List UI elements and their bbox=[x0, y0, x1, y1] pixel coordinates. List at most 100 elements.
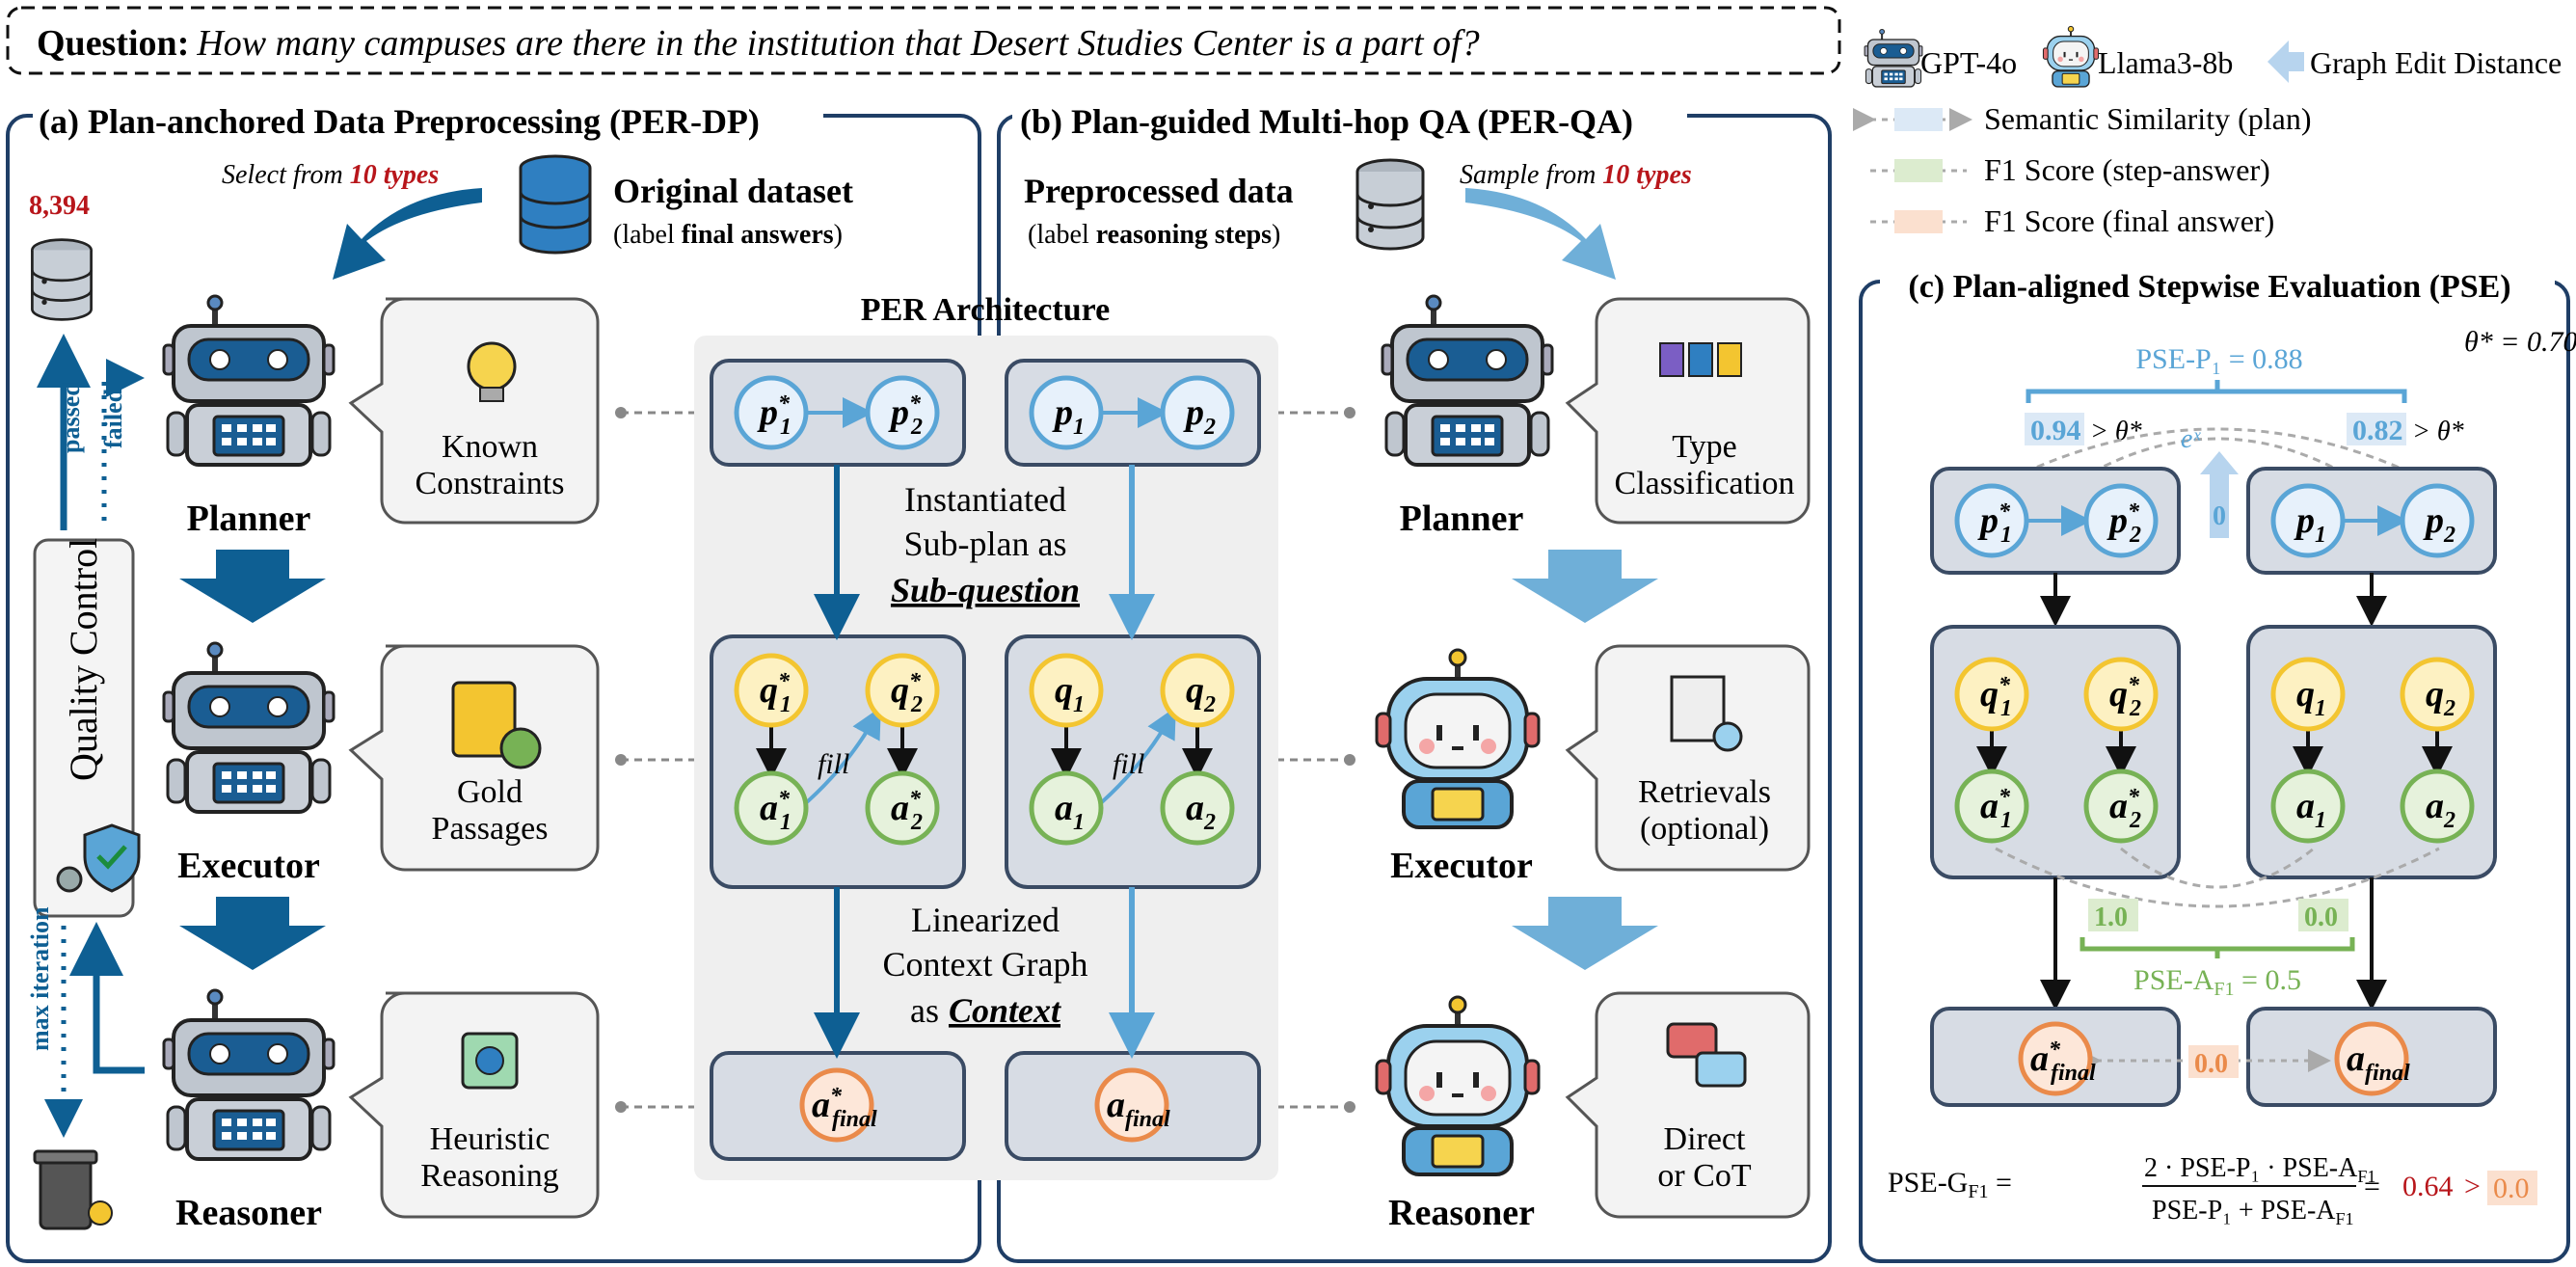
pse-plan-node-p1: p*1 bbox=[1954, 483, 2029, 558]
svg-text:q*1: q*1 bbox=[1980, 673, 2012, 721]
svg-text:p1: p1 bbox=[1052, 392, 1085, 440]
question-text: How many campuses are there in the insti… bbox=[196, 23, 1479, 64]
sample-arrow bbox=[1465, 188, 1616, 280]
svg-text:p2: p2 bbox=[2423, 500, 2455, 548]
legend-f1final: F1 Score (final answer) bbox=[1984, 203, 2274, 238]
lightbulb-icon bbox=[467, 341, 517, 402]
panel-a-title: (a) Plan-anchored Data Preprocessing (PE… bbox=[39, 102, 760, 141]
select-num: 10 types bbox=[350, 160, 440, 190]
f1-value-1: 1.0 bbox=[2094, 903, 2128, 932]
svg-text:p*2: p*2 bbox=[2106, 499, 2141, 548]
fill-label: fill bbox=[1113, 748, 1144, 780]
legend-llama: Llama3-8b bbox=[2098, 45, 2233, 80]
planner-robot-b-icon bbox=[1381, 294, 1554, 467]
passed-label: passed bbox=[57, 382, 85, 453]
max-iteration-label: max iteration bbox=[26, 906, 54, 1051]
formula-den: PSE-P₁ + PSE-A bbox=[2152, 1196, 2336, 1226]
pse-p-label: PSE-P₁ = 0.88 bbox=[2135, 343, 2302, 375]
bubble-gold-passages: Gold Passages bbox=[348, 644, 600, 872]
planner-label-b: Planner bbox=[1400, 499, 1524, 539]
data-sub-post: ) bbox=[1272, 220, 1280, 250]
down-arrow-b1 bbox=[1512, 550, 1658, 623]
pse-a-value: = 0.5 bbox=[2235, 964, 2301, 996]
pse-answer-node-a1: a*1 bbox=[1954, 768, 2029, 844]
formula-gt: > bbox=[2464, 1171, 2481, 1202]
svg-text:q2: q2 bbox=[1186, 670, 1216, 717]
panel-b-title: (b) Plan-guided Multi-hop QA (PER-QA) bbox=[1020, 102, 1633, 141]
formula-num: 2 · PSE-P₁ · PSE-A bbox=[2144, 1153, 2358, 1183]
final-f1-value: 0.0 bbox=[2194, 1049, 2228, 1079]
executor-label-b: Executor bbox=[1390, 846, 1533, 886]
question-box bbox=[6, 6, 1841, 75]
svg-text:PSE-AF1 = 0.5: PSE-AF1 = 0.5 bbox=[2133, 964, 2301, 1000]
svg-text:q1: q1 bbox=[1055, 670, 1085, 717]
bubble-type-classification: Type Classification bbox=[1565, 297, 1811, 525]
trash-bin-icon bbox=[33, 1149, 113, 1230]
sim1-value: 0.94 bbox=[2030, 415, 2081, 446]
ged-arrow-icon bbox=[2267, 40, 2304, 83]
svg-text:p*2: p*2 bbox=[888, 391, 923, 440]
dataset-sub-pre: (label bbox=[613, 220, 682, 250]
question-node-q2: q2 bbox=[1160, 653, 1235, 728]
formula-compare: 0.0 bbox=[2493, 1173, 2530, 1204]
failed-label: failed bbox=[99, 388, 127, 448]
svg-text:PSE-GF1 =: PSE-GF1 = bbox=[1888, 1167, 2012, 1202]
bubbleb1-line2: Classification bbox=[1615, 466, 1795, 501]
bubble3-line2: Reasoning bbox=[420, 1158, 559, 1194]
svg-text:=: = bbox=[2364, 1171, 2380, 1202]
bubble1-line1: Known bbox=[442, 429, 538, 465]
sample-num: 10 types bbox=[1602, 160, 1692, 190]
bubble1-line2: Constraints bbox=[416, 466, 565, 501]
ged-arrow bbox=[2200, 451, 2239, 538]
plan-node-p1: p*1 bbox=[734, 375, 809, 450]
pse-formula: PSE-GF1 = 2 · PSE-P₁ · PSE-A F1 PSE-P₁ + … bbox=[1888, 1153, 2537, 1228]
panel-c-title: (c) Plan-aligned Stepwise Evaluation (PS… bbox=[1908, 269, 2510, 305]
legend-f1step: F1 Score (step-answer) bbox=[1984, 152, 2270, 187]
executor-robot-icon bbox=[162, 641, 335, 814]
svg-text:q*2: q*2 bbox=[2109, 673, 2141, 721]
question-node-q1: q*1 bbox=[734, 653, 809, 728]
down-arrow-a2 bbox=[179, 897, 326, 970]
bubbleb2-line2: (optional) bbox=[1640, 811, 1769, 847]
answer-node-a1: a1 bbox=[1029, 770, 1104, 846]
svg-text:a2: a2 bbox=[1186, 788, 1216, 835]
count-db-icon bbox=[31, 238, 93, 321]
svg-text:a*2: a*2 bbox=[891, 787, 923, 835]
bubble-heuristic-reasoning: Heuristic Reasoning bbox=[348, 991, 600, 1219]
final-answer-node: a*final bbox=[799, 1067, 877, 1143]
pse-final-answer-node: a*final bbox=[2018, 1021, 2096, 1096]
exp-label: eˣ bbox=[2181, 424, 2201, 454]
answer-node-a1: a*1 bbox=[734, 770, 809, 846]
svg-text:Sample from 10 types: Sample from 10 types bbox=[1460, 160, 1692, 190]
answer-node-a2: a2 bbox=[1160, 770, 1235, 846]
svg-text:(label reasoning steps): (label reasoning steps) bbox=[1028, 220, 1280, 250]
dataset-title: Original dataset bbox=[613, 172, 853, 210]
svg-text:q1: q1 bbox=[2296, 674, 2326, 721]
executor-robot-b-icon bbox=[1375, 648, 1541, 829]
pse-plan-node-p1: p1 bbox=[2270, 483, 2346, 558]
fill-label: fill bbox=[818, 748, 849, 780]
svg-text:a1: a1 bbox=[1055, 788, 1085, 835]
legend: GPT-4o Llama3-8b Graph Edit Distance Sem… bbox=[1853, 25, 2562, 238]
document-search-icon bbox=[1670, 675, 1743, 752]
pse-answer-node-a1: a1 bbox=[2270, 768, 2346, 844]
svg-text:afinal: afinal bbox=[2347, 1038, 2410, 1086]
quality-label: Quality Control bbox=[62, 538, 105, 781]
select-prefix: Select from bbox=[222, 160, 350, 190]
pse-question-node-q1: q*1 bbox=[1954, 657, 2029, 732]
svg-text:q*1: q*1 bbox=[760, 669, 792, 717]
executor-label-a: Executor bbox=[177, 846, 320, 886]
dataset-sub-post: ) bbox=[834, 220, 843, 250]
plan-node-p2: p2 bbox=[1160, 375, 1235, 450]
legend-ged: Graph Edit Distance bbox=[2310, 45, 2562, 80]
svg-text:a*2: a*2 bbox=[2109, 785, 2141, 833]
formula-den-sub: F1 bbox=[2336, 1209, 2354, 1228]
svg-text:q2: q2 bbox=[2426, 674, 2455, 721]
pse-answer-node-a2: a*2 bbox=[2083, 768, 2159, 844]
pse-plan-node-p2: p*2 bbox=[2083, 483, 2159, 558]
bubbleb1-line1: Type bbox=[1672, 429, 1737, 465]
bubble3-line1: Heuristic bbox=[430, 1121, 550, 1157]
question-node-q2: q*2 bbox=[865, 653, 940, 728]
svg-text:a*final: a*final bbox=[812, 1084, 877, 1132]
svg-text:Select from 10 types: Select from 10 types bbox=[222, 160, 439, 190]
